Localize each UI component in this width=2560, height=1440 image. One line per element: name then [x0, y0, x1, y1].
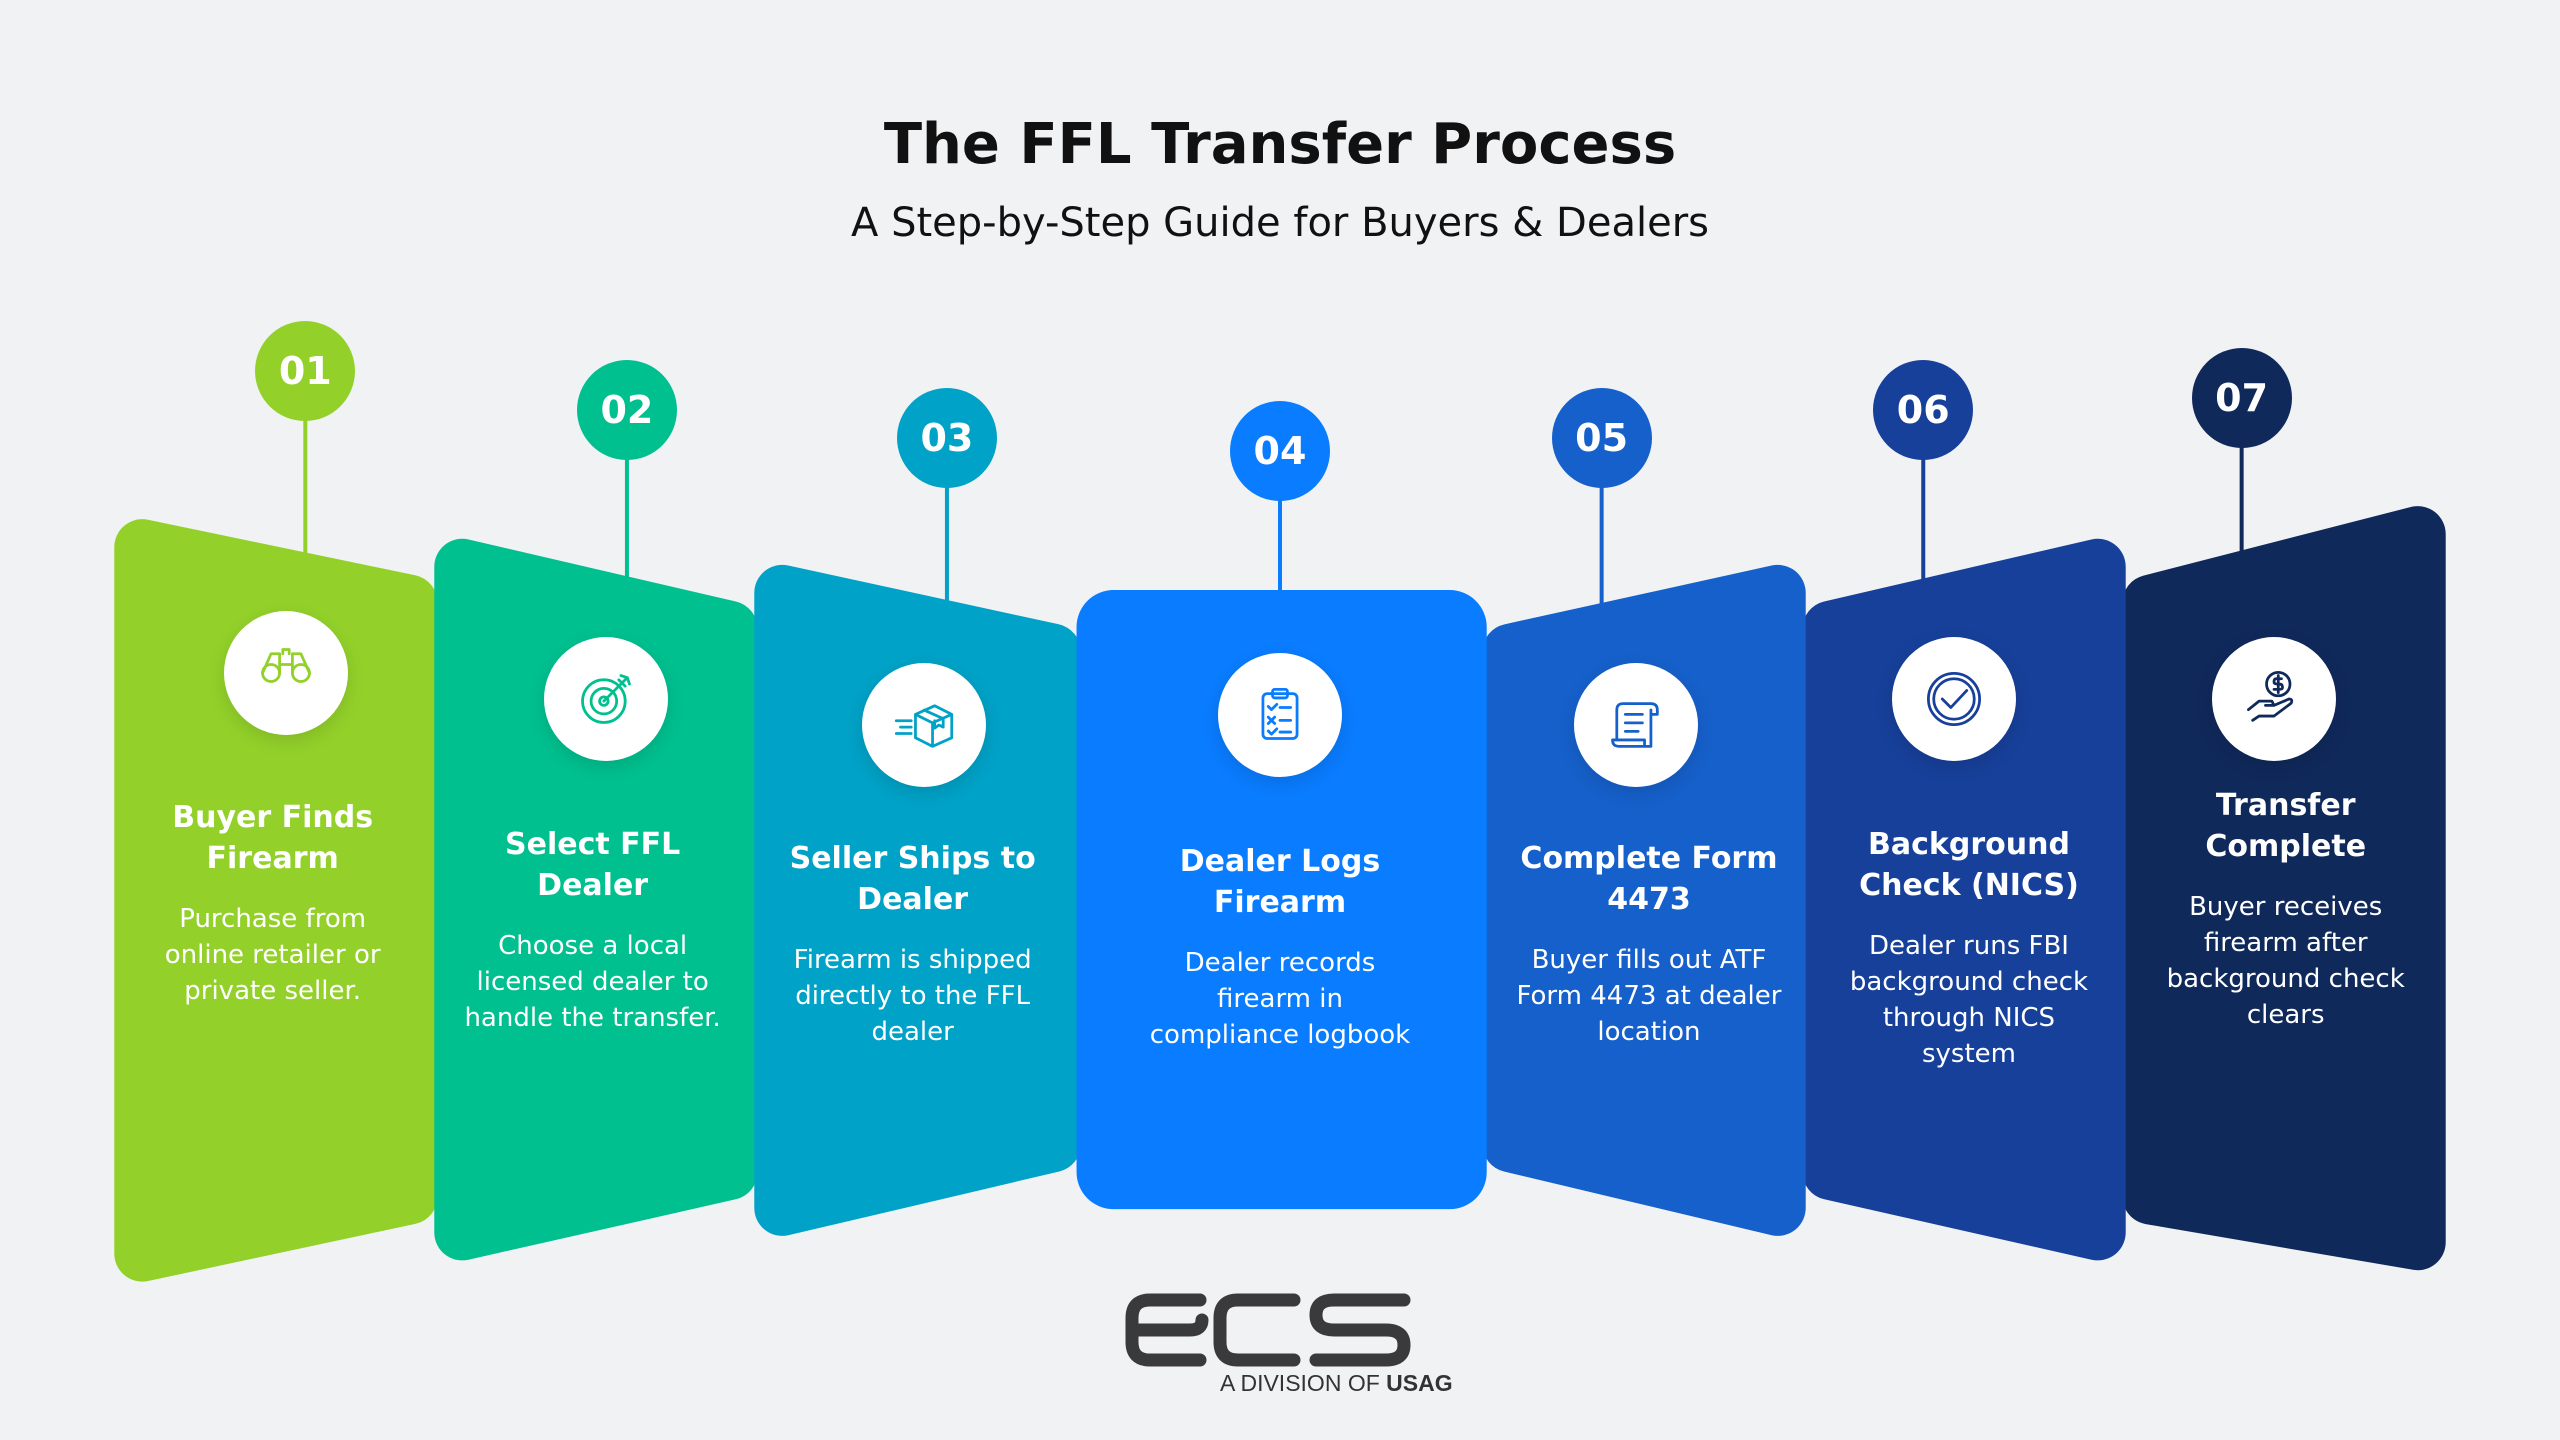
icon-circle — [862, 662, 987, 787]
ecs-logo — [1125, 1293, 1411, 1367]
step-description: Buyer fills out ATF Form 4473 at dealer … — [1516, 944, 1782, 1047]
step-description: Dealer records firearm in compliance log… — [1149, 947, 1411, 1050]
step-title: Complete Form 4473 — [1520, 840, 1778, 917]
step-title: Background Check (NICS) — [1859, 827, 2079, 904]
step-panel-03 — [754, 564, 1081, 1236]
step-title: Dealer Logs Firearm — [1179, 843, 1381, 920]
target-icon — [580, 673, 631, 724]
step-title: Seller Ships to Dealer — [789, 840, 1036, 917]
step-text: Background Check (NICS) Dealer runs FBI b… — [1834, 824, 2104, 1072]
step-panel-02 — [434, 538, 758, 1261]
step-panel-04 — [1076, 590, 1487, 1210]
step-panel-06 — [1802, 538, 2126, 1261]
step-description: Purchase from online retailer or private… — [164, 903, 381, 1006]
step-title: Select FFL Dealer — [505, 827, 681, 904]
division-prefix: A DIVISION OF — [1220, 1370, 1380, 1396]
division-name: USAG — [1386, 1370, 1453, 1396]
step-title: Transfer Complete — [2205, 788, 2367, 865]
form-scroll-icon — [1611, 702, 1659, 748]
division-tagline: A DIVISION OF USAG — [1220, 1370, 1453, 1397]
step-description: Buyer receives firearm after background … — [2166, 892, 2405, 1031]
icon-circle — [223, 610, 348, 735]
hand-dollar-icon — [2247, 670, 2294, 722]
step-number-badge: 07 — [2191, 348, 2292, 449]
step-number-badge: 01 — [255, 320, 356, 421]
step-number-badge: 05 — [1551, 387, 1652, 488]
clipboard-checklist-icon — [1261, 688, 1299, 740]
icon-circle — [2212, 636, 2337, 761]
icon-circle — [1573, 662, 1698, 787]
step-number-badge: 04 — [1230, 400, 1330, 501]
step-number-badge: 03 — [896, 387, 997, 488]
icon-circle — [543, 636, 668, 761]
step-panel-01 — [114, 519, 438, 1282]
step-description: Dealer runs FBI background check through… — [1849, 931, 2089, 1070]
shipping-box-icon — [894, 704, 954, 748]
step-description: Firearm is shipped directly to the FFL d… — [793, 944, 1032, 1047]
binoculars-icon — [260, 647, 311, 683]
step-title: Buyer Finds Firearm — [172, 799, 374, 876]
step-number-badge: 06 — [1873, 359, 1974, 460]
page-title: The FFL Transfer Process — [883, 112, 1677, 177]
step-description: Choose a local licensed dealer to handle… — [464, 931, 721, 1034]
icon-circle — [1218, 653, 1342, 778]
step-number-badge: 02 — [576, 359, 677, 460]
checkmark-circle-icon — [1927, 671, 1982, 726]
icon-circle — [1892, 636, 2017, 761]
page-subtitle: A Step-by-Step Guide for Buyers & Dealer… — [851, 200, 1709, 246]
